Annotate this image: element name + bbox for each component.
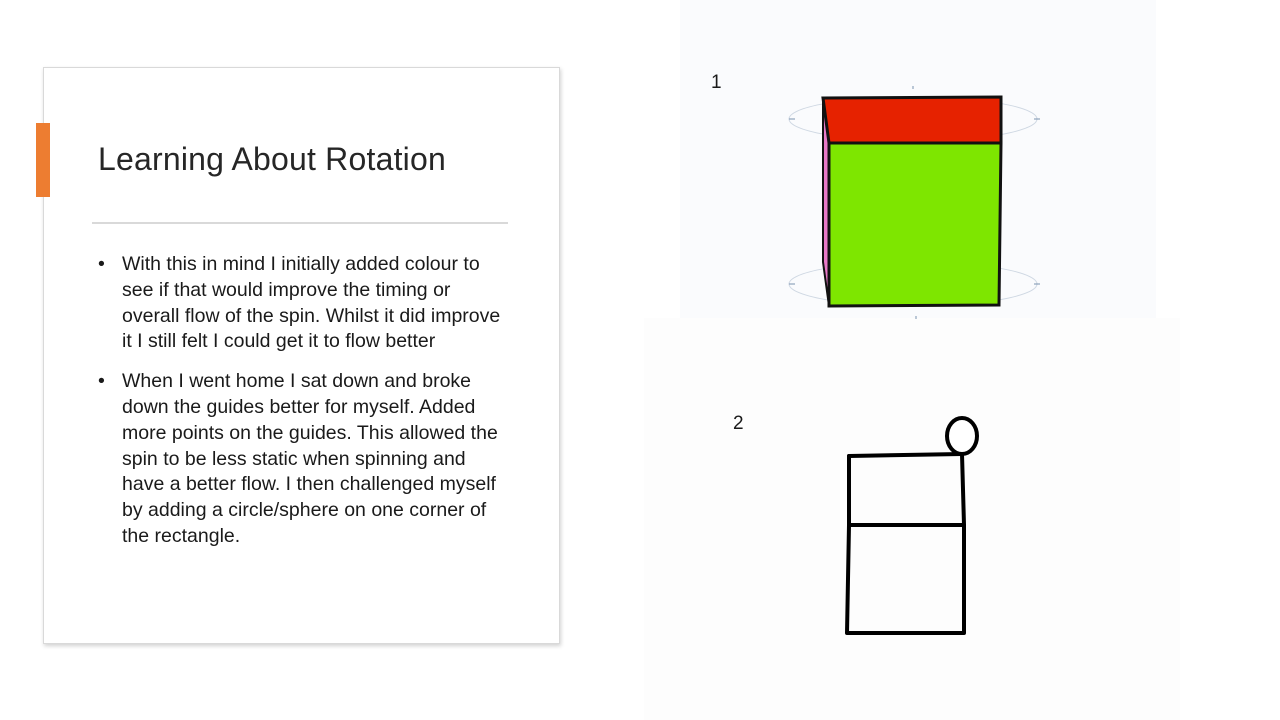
figure-1-label: 1 (711, 72, 722, 93)
bullet-list: • With this in mind I initially added co… (98, 252, 506, 564)
bullet-item: • With this in mind I initially added co… (98, 252, 506, 355)
slide-title: Learning About Rotation (98, 141, 446, 177)
content-card (43, 67, 560, 644)
bullet-text: With this in mind I initially added colo… (122, 253, 501, 353)
figure-2-panel (644, 318, 1180, 720)
figure-2-label: 2 (733, 413, 744, 434)
bullet-item: • When I went home I sat down and broke … (98, 369, 506, 550)
box-front-face (827, 141, 1003, 308)
bullet-glyph: • (98, 253, 105, 275)
accent-bar (36, 123, 50, 197)
bullet-text: When I went home I sat down and broke do… (122, 370, 498, 547)
bullet-glyph: • (98, 370, 105, 393)
title-divider (92, 222, 508, 224)
sphere-shape (945, 416, 979, 456)
